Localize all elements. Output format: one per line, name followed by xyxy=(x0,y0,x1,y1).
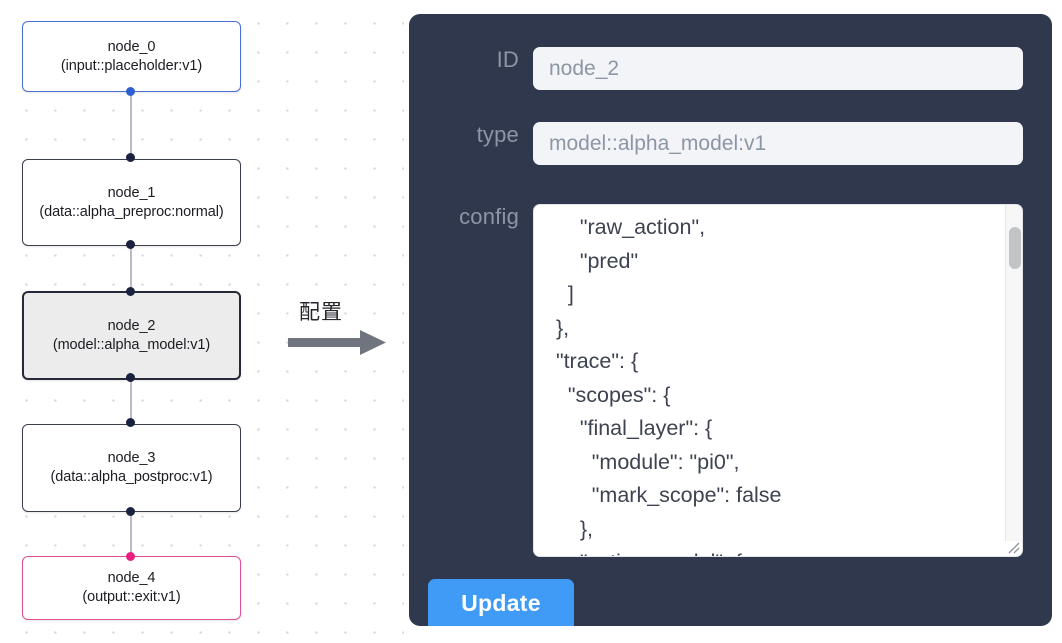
config-field-row: config xyxy=(423,204,1023,557)
graph-node-node_1[interactable]: node_1(data::alpha_preproc:normal) xyxy=(22,159,241,246)
node-config-panel: ID type config Update xyxy=(409,14,1052,626)
graph-node-label: node_0(input::placeholder:v1) xyxy=(60,38,203,74)
config-textarea-scroll-thumb[interactable] xyxy=(1009,227,1021,269)
transition-arrow-group: 配置 xyxy=(288,296,398,358)
edge-node2-node3 xyxy=(130,377,132,421)
graph-node-node_3[interactable]: node_3(data::alpha_postproc:v1) xyxy=(22,424,241,512)
node-handle-target-node_4[interactable] xyxy=(126,552,135,561)
graph-node-label: node_2(model::alpha_model:v1) xyxy=(52,317,211,353)
graph-canvas[interactable]: node_0(input::placeholder:v1) node_1(dat… xyxy=(0,0,404,643)
edge-node1-node2 xyxy=(130,244,132,294)
node-handle-source-node_1[interactable] xyxy=(126,240,135,249)
resize-grip-icon[interactable] xyxy=(1005,539,1021,555)
node-handle-source-node_0[interactable] xyxy=(126,87,135,96)
graph-node-node_2[interactable]: node_2(model::alpha_model:v1) xyxy=(22,291,241,380)
graph-node-node_0[interactable]: node_0(input::placeholder:v1) xyxy=(22,21,241,92)
node-handle-target-node_1[interactable] xyxy=(126,153,135,162)
type-field-row: type xyxy=(423,122,1023,165)
id-field-row: ID xyxy=(423,47,1023,90)
arrow-right-icon xyxy=(288,330,386,355)
graph-node-node_4[interactable]: node_4(output::exit:v1) xyxy=(22,556,241,620)
arrow-label: 配置 xyxy=(299,300,343,324)
config-textarea-wrapper xyxy=(533,204,1023,557)
config-textarea-scrollbar[interactable] xyxy=(1005,205,1022,541)
graph-node-label: node_3(data::alpha_postproc:v1) xyxy=(50,450,213,485)
config-field-label: config xyxy=(459,204,519,229)
node-handle-source-node_3[interactable] xyxy=(126,507,135,516)
graph-node-label: node_4(output::exit:v1) xyxy=(82,570,181,605)
type-input[interactable] xyxy=(533,122,1023,165)
graph-node-label: node_1(data::alpha_preproc:normal) xyxy=(39,184,224,220)
id-input[interactable] xyxy=(533,47,1023,90)
update-button[interactable]: Update xyxy=(428,579,574,626)
node-handle-source-node_2[interactable] xyxy=(126,373,135,382)
edge-node3-node4 xyxy=(130,511,132,555)
node-handle-target-node_2[interactable] xyxy=(126,287,135,296)
type-field-label: type xyxy=(476,122,519,147)
node-handle-target-node_3[interactable] xyxy=(126,418,135,427)
id-field-label: ID xyxy=(496,47,519,72)
config-textarea[interactable] xyxy=(534,205,1006,556)
edge-node0-node1 xyxy=(130,91,132,162)
